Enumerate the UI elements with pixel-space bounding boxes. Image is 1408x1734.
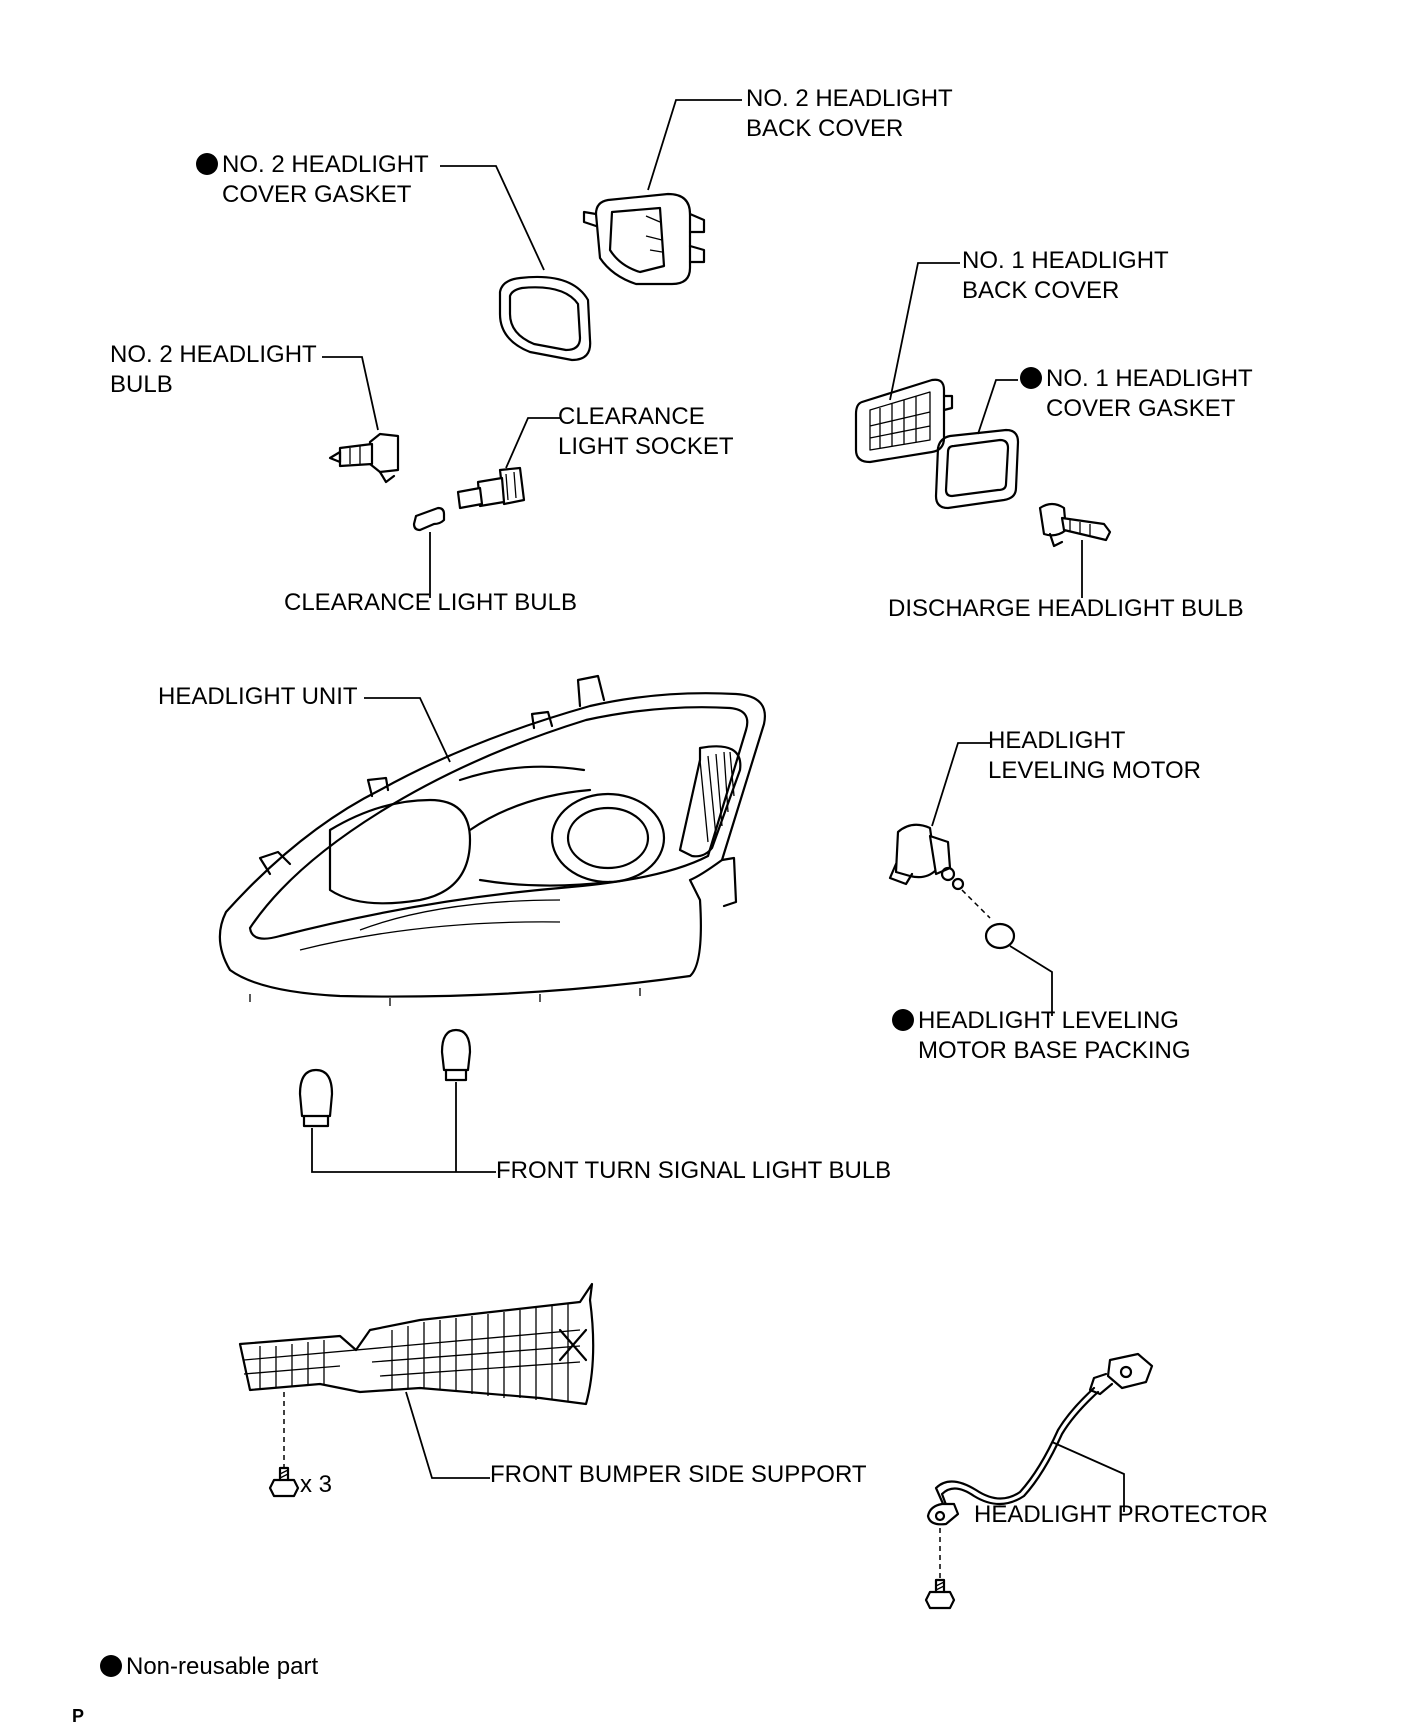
label-no1-gasket-line1: NO. 1 HEADLIGHT [1020, 364, 1253, 394]
label-no2-back-cover-line2: BACK COVER [746, 115, 904, 142]
label-no1-gasket: NO. 1 HEADLIGHT COVER GASKET [1020, 364, 1253, 424]
label-leveling-motor-line2: LEVELING MOTOR [988, 757, 1201, 784]
label-leveling-packing-line2: MOTOR BASE PACKING [918, 1037, 1191, 1064]
label-screw-qty: x 3 [300, 1471, 333, 1498]
no2-back-cover-leader [647, 99, 742, 191]
label-no2-gasket-line2: COVER GASKET [222, 181, 412, 208]
label-no2-gasket-line1: NO. 2 HEADLIGHT [196, 150, 429, 180]
turn-signal-leader [311, 1128, 496, 1173]
no1-gasket-leader [977, 379, 1018, 435]
filled-circle-icon [100, 1655, 122, 1677]
label-headlight-protector: HEADLIGHT PROTECTOR [974, 1501, 1268, 1528]
no1-back-cover-leader [889, 262, 960, 401]
clearance-light-socket-part [456, 466, 526, 510]
label-no2-bulb-line1: NO. 2 HEADLIGHT [110, 341, 317, 368]
label-no2-bulb-line2: BULB [110, 371, 173, 398]
leveling-packing-part [984, 922, 1016, 950]
label-turn-signal-bulb: FRONT TURN SIGNAL LIGHT BULB [496, 1157, 892, 1184]
no2-bulb-leader [322, 356, 379, 431]
label-no1-gasket-line2: COVER GASKET [1046, 395, 1236, 422]
label-headlight-unit: HEADLIGHT UNIT [158, 683, 358, 710]
leveling-motor-dashline [961, 889, 991, 919]
label-clearance-socket-line2: LIGHT SOCKET [558, 433, 734, 460]
protector-screw-icon [924, 1578, 956, 1610]
label-leveling-packing: HEADLIGHT LEVELING MOTOR BASE PACKING [892, 1006, 1191, 1066]
clearance-light-bulb-part [412, 506, 446, 532]
bumper-screw-icon [268, 1466, 300, 1498]
non-reusable-dot-icon [892, 1009, 914, 1031]
label-no1-back-cover-line2: BACK COVER [962, 277, 1120, 304]
leveling-motor-part [888, 823, 965, 891]
label-leveling-motor: HEADLIGHT LEVELING MOTOR [988, 726, 1201, 786]
headlight-protector-part [926, 1352, 1154, 1526]
label-clearance-socket: CLEARANCE LIGHT SOCKET [558, 402, 734, 462]
protector-leader [1051, 1441, 1125, 1512]
label-no2-back-cover: NO. 2 HEADLIGHT BACK COVER [746, 84, 953, 144]
no2-headlight-bulb-part [328, 432, 400, 484]
bumper-side-support-part [238, 1282, 595, 1406]
leveling-motor-leader [931, 742, 990, 827]
headlight-unit-leader [364, 697, 451, 763]
legend: Non-reusable part [100, 1652, 318, 1682]
label-clearance-socket-line1: CLEARANCE [558, 403, 705, 430]
label-no2-gasket-text1: NO. 2 HEADLIGHT [222, 151, 429, 178]
label-no1-back-cover-line1: NO. 1 HEADLIGHT [962, 247, 1169, 274]
no2-gasket-leader [440, 165, 545, 271]
bumper-support-leader [405, 1391, 490, 1479]
non-reusable-dot-icon [1020, 367, 1042, 389]
clearance-socket-leader [505, 417, 560, 469]
no2-back-cover-part [582, 192, 706, 286]
label-discharge-bulb: DISCHARGE HEADLIGHT BULB [888, 595, 1244, 622]
label-no1-back-cover: NO. 1 HEADLIGHT BACK COVER [962, 246, 1169, 306]
legend-text: Non-reusable part [126, 1653, 319, 1680]
label-no2-bulb: NO. 2 HEADLIGHT BULB [110, 340, 317, 400]
label-clearance-bulb: CLEARANCE LIGHT BULB [284, 589, 577, 616]
label-bumper-support: FRONT BUMPER SIDE SUPPORT [490, 1461, 867, 1488]
label-no2-back-cover-line1: NO. 2 HEADLIGHT [746, 85, 953, 112]
corner-mark: P [72, 1706, 85, 1726]
label-leveling-packing-line1: HEADLIGHT LEVELING [892, 1006, 1191, 1036]
label-no1-gasket-text1: NO. 1 HEADLIGHT [1046, 365, 1253, 392]
label-no2-gasket: NO. 2 HEADLIGHT COVER GASKET [196, 150, 429, 210]
non-reusable-dot-icon [196, 153, 218, 175]
label-leveling-packing-text1: HEADLIGHT LEVELING [918, 1007, 1179, 1034]
label-leveling-motor-line1: HEADLIGHT [988, 727, 1126, 754]
leveling-packing-leader [1009, 945, 1053, 1016]
no2-cover-gasket-part [498, 275, 592, 362]
headlight-unit-part [218, 674, 766, 1006]
turn-signal-bulb-part [298, 1028, 472, 1128]
no1-back-cover-part [854, 378, 954, 464]
discharge-bulb-part [1038, 502, 1112, 548]
no1-cover-gasket-part [934, 428, 1020, 510]
